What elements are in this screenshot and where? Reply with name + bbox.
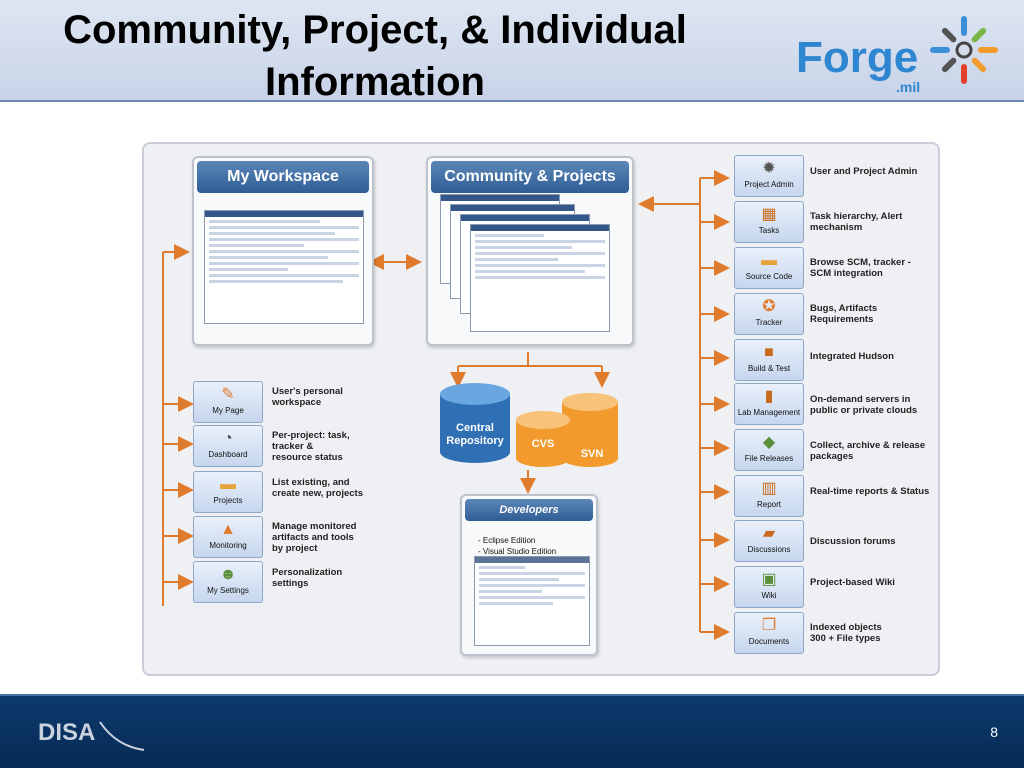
footer-band: DISA 8 [0, 694, 1024, 768]
tile-desc: User's personal workspace [272, 386, 343, 408]
tile-desc: Task hierarchy, Alert mechanism [810, 211, 903, 233]
gear-icon: ✹ [762, 160, 776, 177]
forge-mil-logo: Forge .mil [796, 16, 998, 95]
logo-sub: .mil [896, 79, 920, 95]
server-icon: ▮ [764, 388, 774, 405]
workspace-panel-title: My Workspace [197, 161, 369, 193]
tile-label: My Settings [207, 586, 249, 595]
package-icon: ◆ [762, 434, 776, 451]
page-edit-icon: ✎ [221, 386, 235, 403]
bell-icon: ▲ [220, 521, 236, 538]
tile-my-settings: ☻ My Settings [193, 561, 263, 603]
tile-monitoring: ▲ Monitoring [193, 516, 263, 558]
header-band: Community, Project, & Individual Informa… [0, 0, 1024, 104]
tile-desc: Discussion forums [810, 536, 896, 547]
tile-file-releases: ◆ File Releases [734, 429, 804, 471]
tile-desc: Collect, archive & release packages [810, 440, 926, 462]
build-box-icon: ■ [764, 344, 774, 361]
tile-desc: Per-project: task, tracker & resource st… [272, 430, 350, 463]
tile-label: Lab Management [737, 408, 801, 417]
tile-dashboard: ◔ Dashboard [193, 425, 263, 467]
tile-build-test: ■ Build & Test [734, 339, 804, 381]
tile-label: Monitoring [209, 541, 247, 550]
tile-desc: Real-time reports & Status [810, 486, 930, 497]
documents-icon: ❐ [761, 617, 777, 634]
tile-tasks: ▦ Tasks [734, 201, 804, 243]
tile-desc: Personalization settings [272, 567, 343, 589]
central-repository-label: Central Repository [446, 422, 504, 447]
logo-burst-icon [930, 16, 998, 84]
tile-desc: Indexed objects 300 + File types [810, 622, 882, 644]
tile-label: Report [756, 500, 781, 509]
wiki-icon: ▣ [761, 571, 777, 588]
folder-icon: ▬ [220, 476, 236, 493]
developers-panel-title: Developers [465, 499, 593, 521]
tile-label: Project Admin [744, 180, 794, 189]
developer-item: - Eclipse Edition [478, 536, 536, 545]
disa-logo: DISA [38, 719, 145, 751]
developers-panel: Developers [460, 494, 598, 656]
tile-discussions: ▰ Discussions [734, 520, 804, 562]
tile-project-admin: ✹ Project Admin [734, 155, 804, 197]
tile-desc: Integrated Hudson [810, 351, 894, 362]
tile-desc: Bugs, Artifacts Requirements [810, 303, 878, 325]
discussion-icon: ▰ [762, 525, 776, 542]
central-repository-cylinder [440, 383, 510, 463]
workspace-panel: My Workspace [192, 156, 374, 346]
user-settings-icon: ☻ [219, 566, 237, 583]
logo-text: Forge [796, 33, 918, 82]
developer-editions-list: - Eclipse Edition - Visual Studio Editio… [478, 535, 556, 557]
tile-report: ▥ Report [734, 475, 804, 517]
report-chart-icon: ▥ [761, 480, 777, 497]
tile-documents: ❐ Documents [734, 612, 804, 654]
tile-label: Source Code [745, 272, 793, 281]
tile-label: Projects [213, 496, 243, 505]
tile-desc: On-demand servers in public or private c… [810, 394, 918, 416]
developer-item: - Visual Studio Edition [478, 547, 557, 556]
project-screenshot-4 [470, 224, 610, 332]
title-line-2: Information [265, 60, 485, 104]
title-line-1: Community, Project, & Individual [63, 8, 687, 52]
tile-tracker: ✪ Tracker [734, 293, 804, 335]
tile-label: Tasks [758, 226, 780, 235]
source-folder-icon: ▬ [761, 252, 777, 269]
tile-label: Dashboard [208, 450, 248, 459]
task-blocks-icon: ▦ [761, 206, 777, 223]
slide-title: Community, Project, & Individual Informa… [0, 4, 750, 108]
cvs-label: CVS [531, 438, 555, 450]
page-number: 8 [990, 724, 998, 740]
ide-screenshot [474, 556, 590, 646]
tile-desc: Browse SCM, tracker - SCM integration [810, 257, 911, 279]
community-panel: Community & Projects [426, 156, 634, 346]
tile-label: Build & Test [747, 364, 791, 373]
tile-label: File Releases [744, 454, 794, 463]
tile-projects: ▬ Projects [193, 471, 263, 513]
tile-label: Documents [748, 637, 790, 646]
tile-source-code: ▬ Source Code [734, 247, 804, 289]
svn-cylinder [562, 393, 618, 467]
tracker-icon: ✪ [762, 298, 776, 315]
tile-desc: User and Project Admin [810, 166, 918, 177]
tile-desc: List existing, and create new, projects [272, 477, 363, 499]
tile-label: My Page [212, 406, 244, 415]
tile-label: Discussions [747, 545, 791, 554]
community-panel-title: Community & Projects [431, 161, 629, 193]
svn-label: SVN [580, 448, 604, 460]
cvs-cylinder [516, 411, 570, 467]
tile-label: Wiki [761, 591, 777, 600]
tile-lab-management: ▮ Lab Management [734, 383, 804, 425]
gauge-icon: ◔ [223, 430, 233, 447]
tile-my-page: ✎ My Page [193, 381, 263, 423]
tile-label: Tracker [755, 318, 783, 327]
workspace-screenshot [204, 210, 364, 324]
tile-desc: Manage monitored artifacts and tools by … [272, 521, 357, 554]
tile-wiki: ▣ Wiki [734, 566, 804, 608]
tile-desc: Project-based Wiki [810, 577, 895, 588]
disa-logo-text: DISA [38, 719, 95, 746]
